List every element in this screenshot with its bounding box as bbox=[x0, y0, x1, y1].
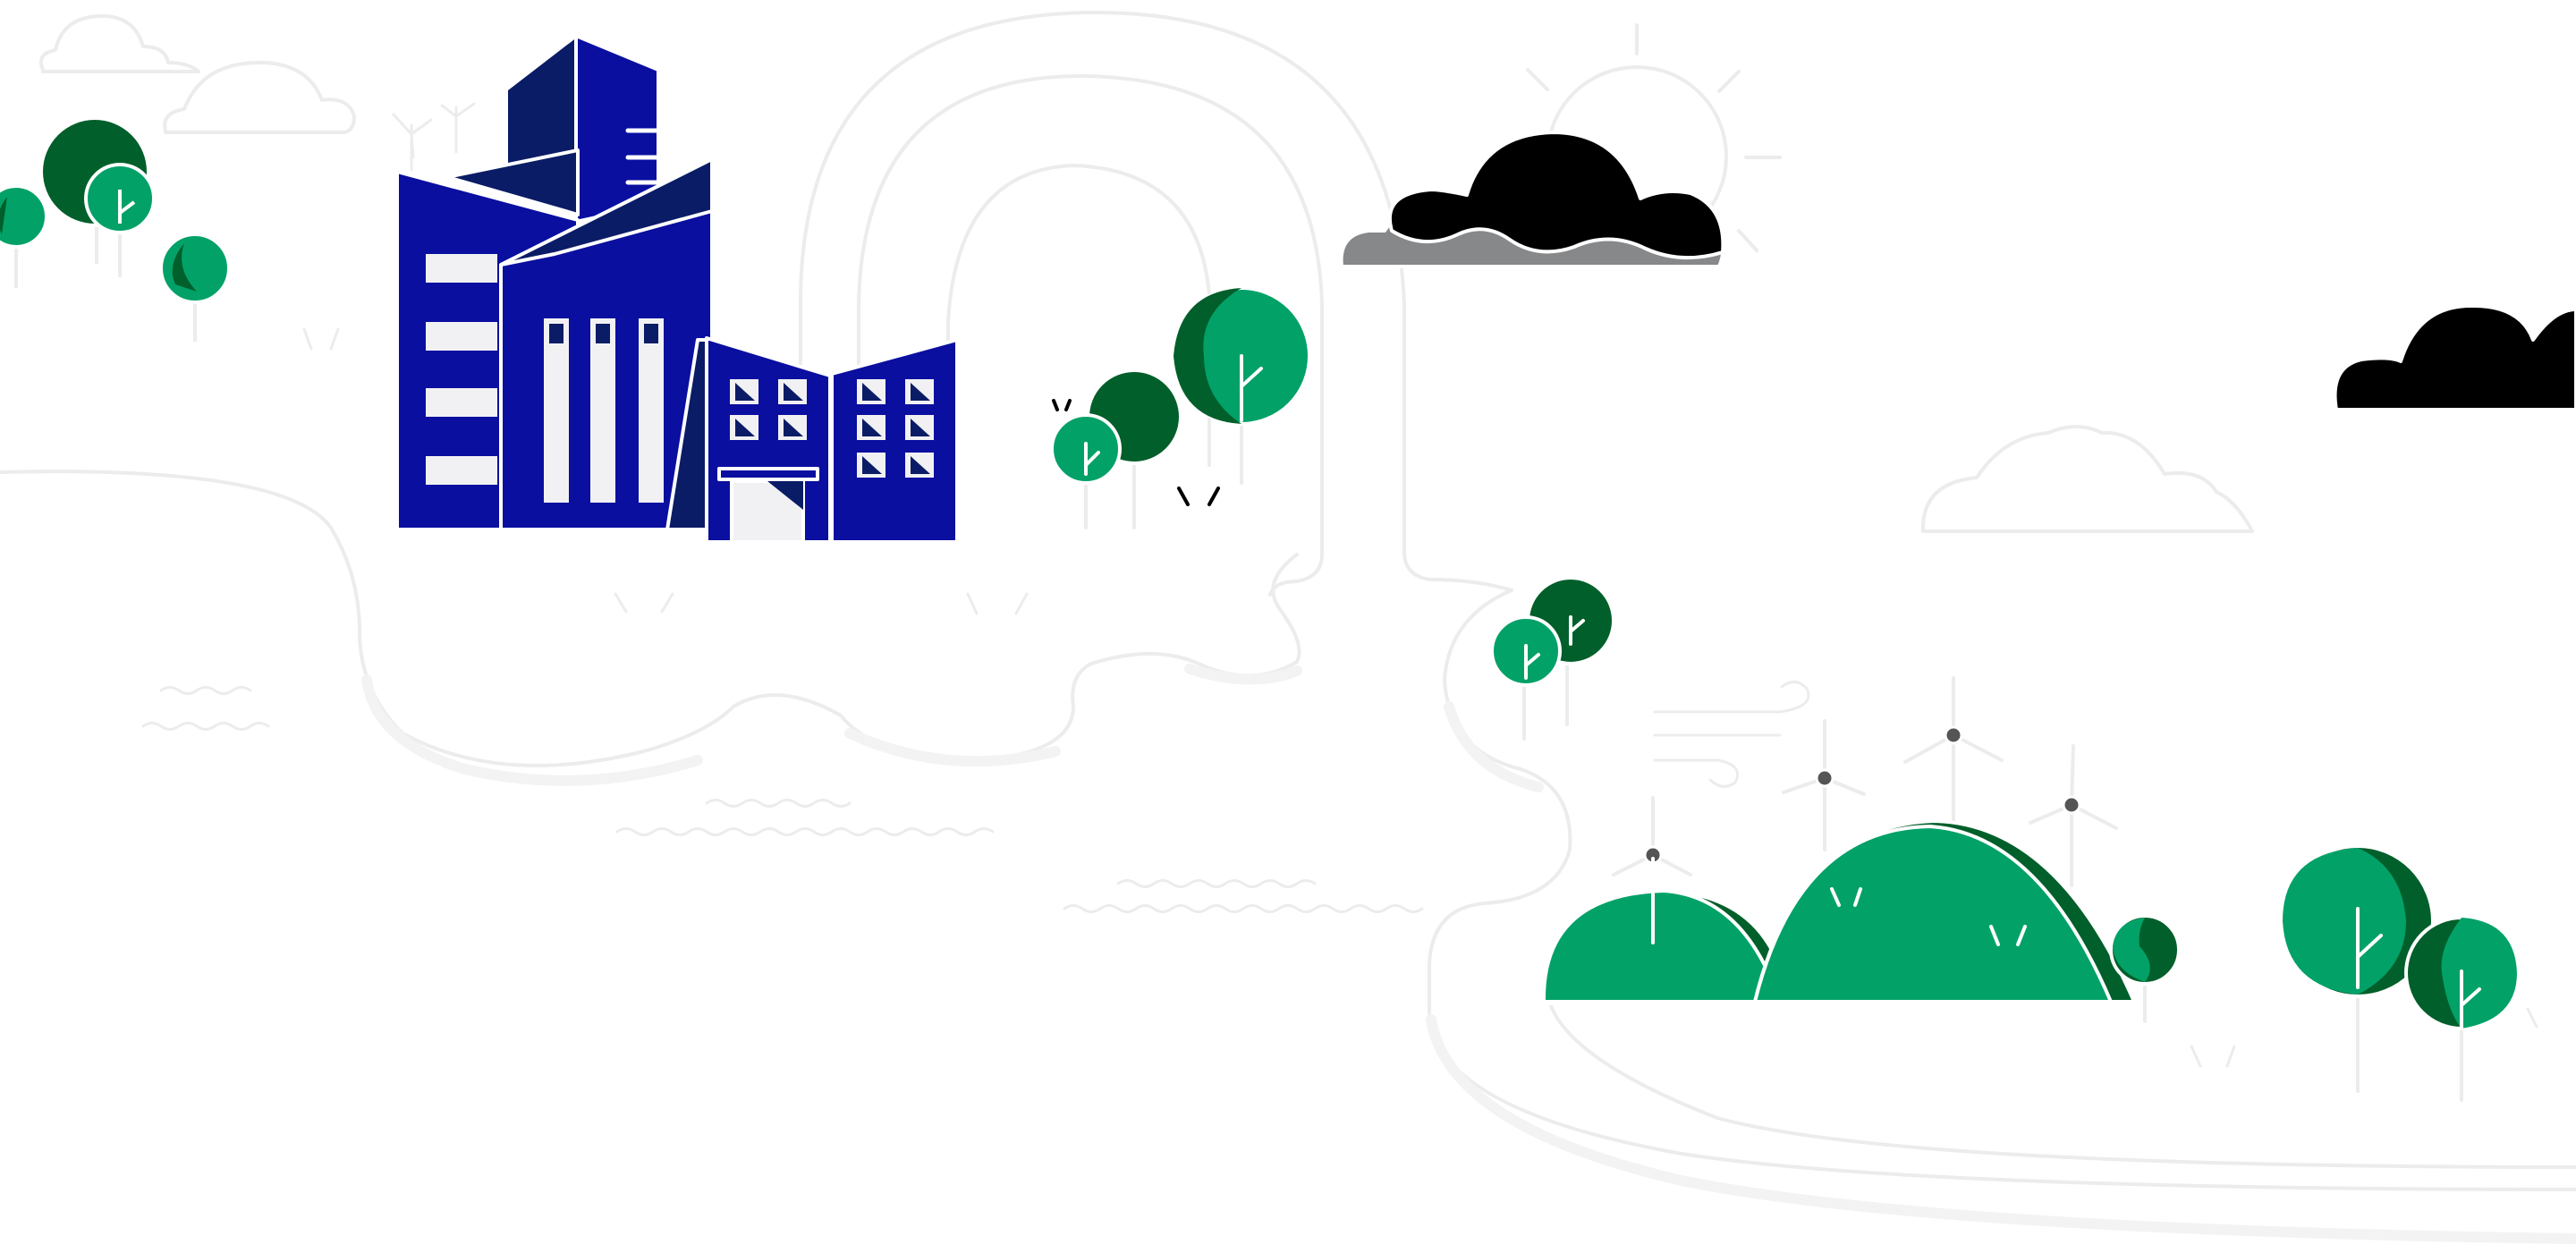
arch-outline bbox=[946, 164, 1211, 467]
wind-turbine-icon bbox=[1903, 676, 2004, 834]
outline-cloud-icon bbox=[163, 61, 356, 134]
water-ripples bbox=[141, 686, 1424, 913]
arch-outline bbox=[799, 10, 1513, 592]
arch-outline bbox=[857, 74, 1324, 597]
outline-cloud-icon bbox=[1920, 425, 2254, 533]
grass-tufts bbox=[302, 327, 2538, 1068]
land-shadows bbox=[361, 664, 2576, 1244]
office-buildings-icon bbox=[395, 34, 959, 544]
wind-turbine-icon bbox=[1782, 719, 1866, 851]
wind-turbines bbox=[1612, 676, 2118, 950]
storm-cloud-icon bbox=[2333, 303, 2576, 411]
green-hills bbox=[1541, 819, 2136, 1005]
background-windmill-icon bbox=[392, 102, 476, 172]
storm-cloud-icon bbox=[1339, 131, 1725, 268]
tree-group-right bbox=[2109, 844, 2519, 1102]
outline-cloud-icon bbox=[38, 13, 200, 73]
round-tree-icon bbox=[159, 233, 231, 304]
round-tree-icon bbox=[0, 184, 48, 249]
background-outlines bbox=[0, 10, 2576, 1191]
land-inner-outline bbox=[1546, 991, 2576, 1169]
tree-group-middle bbox=[1050, 286, 1615, 741]
wind-lines-icon bbox=[1653, 681, 1810, 788]
tree-group-top-left bbox=[0, 116, 231, 342]
wind-turbine-icon bbox=[2029, 744, 2118, 887]
